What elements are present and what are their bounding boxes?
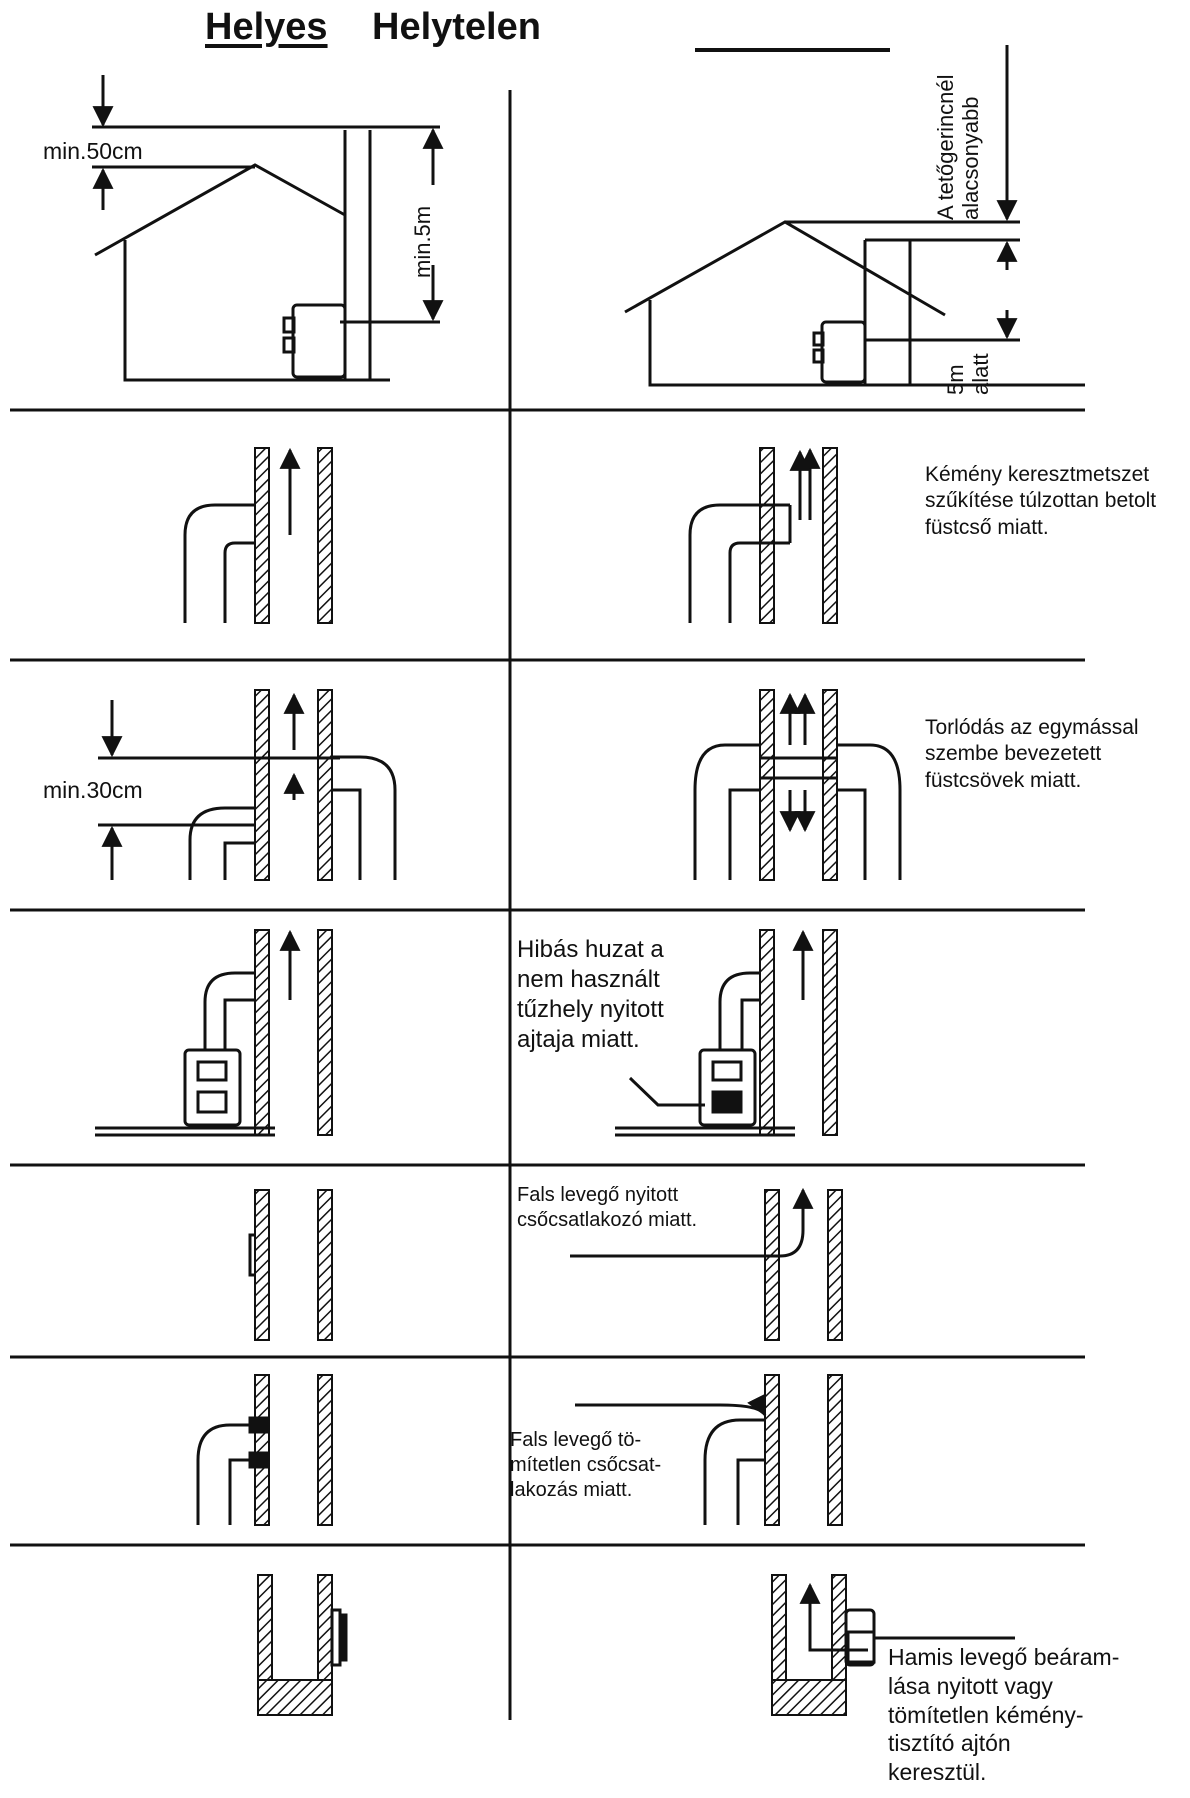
caption-unsealed-connector: Fals levegő tö- mítetlen csőcsat- lakozá…: [510, 1429, 662, 1501]
house-incorrect: [624, 45, 1085, 387]
caption-open-connector: Fals levegő nyitott csőcsatlakozó miatt.: [517, 1184, 698, 1231]
house-correct: [92, 75, 444, 382]
header-incorrect: Helytelen: [372, 6, 541, 48]
label-min-50cm: min.50cm: [43, 138, 143, 164]
caption-narrowing: Kémény keresztmetszet szűkítése túlzotta…: [925, 463, 1157, 539]
caption-open-stove: Hibás huzat a nem használt tűzhely nyito…: [517, 936, 664, 1053]
caption-cleanout-door: Hamis levegő beáram- lása nyitott vagy t…: [888, 1644, 1120, 1785]
label-min-30cm: min.30cm: [43, 777, 143, 803]
label-ridge-note: A tetőgerincnél alacsonyabb: [933, 74, 984, 220]
header-correct: Helyes: [205, 6, 328, 48]
label-min-5m: min.5m: [410, 205, 435, 278]
caption-opposing: Torlódás az egymással szembe bevezetett …: [925, 716, 1139, 792]
label-below-5m: 5m alatt: [943, 353, 994, 395]
